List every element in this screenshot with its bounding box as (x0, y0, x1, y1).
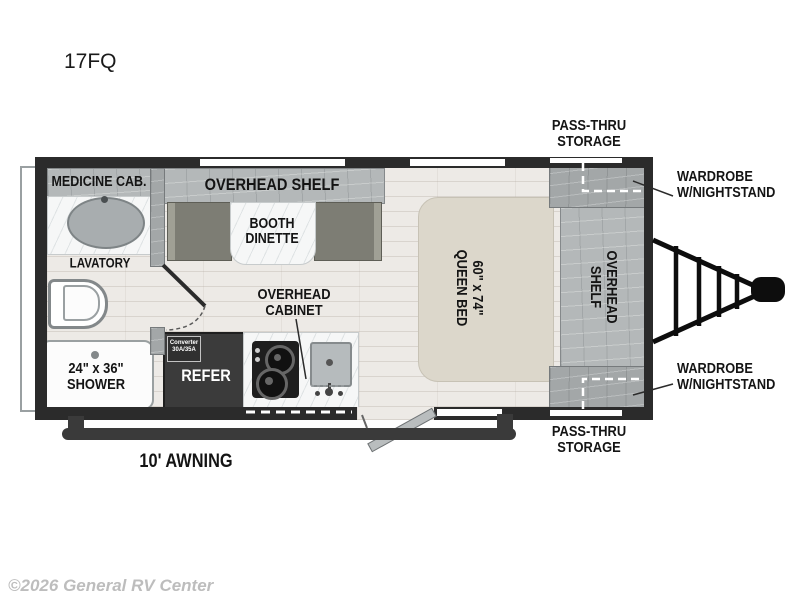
dinette-table (230, 202, 316, 265)
pass-thru-line1: PASS-THRU (551, 423, 627, 440)
wardrobe-top-label: WARDROBE W/NIGHTSTAND (677, 169, 775, 201)
overhead-shelf (163, 168, 385, 204)
cabinet-line1: OVERHEAD (257, 286, 331, 303)
hitch (651, 237, 785, 345)
wardrobe-line2: W/NIGHTSTAND (677, 377, 776, 393)
wall-left (35, 157, 47, 420)
toilet-bowl (63, 285, 100, 321)
bathroom-door-jamb (150, 327, 165, 355)
awning-post-right (497, 414, 513, 430)
wardrobe-line1: WARDROBE (677, 361, 753, 377)
pass-thru-top-label: PASS-THRU STORAGE (552, 118, 626, 150)
dinette-bench-right (314, 202, 382, 261)
shelf-line2: SHELF (587, 265, 604, 309)
watermark: ©2026 General RV Center (8, 576, 214, 595)
cooktop-knob (255, 357, 260, 362)
overhead-shelf-front-label: OVERHEAD SHELF (587, 250, 620, 324)
bed-type: QUEEN BED (453, 249, 470, 327)
burner-large-center (274, 354, 281, 361)
converter-line1: Converter (169, 340, 199, 346)
window (410, 159, 505, 166)
converter-line2: 30A/35A (172, 347, 196, 353)
sink-faucet (325, 388, 333, 396)
bed-label: 60" x 74" QUEEN BED (453, 249, 486, 327)
shower-head (91, 351, 99, 359)
overhead-cabinet-label: OVERHEAD CABINET (257, 287, 330, 319)
wardrobe-line2: W/NIGHTSTAND (677, 185, 776, 201)
booth-line1: BOOTH (249, 216, 295, 232)
bath-sink (67, 197, 145, 249)
window (200, 159, 345, 166)
shower-size: 24" x 36" (68, 360, 124, 377)
wardrobe-bottom-label: WARDROBE W/NIGHTSTAND (677, 361, 775, 393)
medicine-cab-label: MEDICINE CAB. (51, 174, 147, 190)
wardrobe-line1: WARDROBE (677, 169, 753, 185)
converter-label: Converter 30A/35A (167, 336, 201, 362)
dinette-bench-left (167, 202, 232, 261)
booth-dinette-label: BOOTH DINETTE (245, 217, 298, 247)
cabinet-line2: CABINET (265, 302, 323, 319)
awning-post-left (68, 416, 84, 430)
overhead-shelf-front (560, 207, 646, 369)
sink-knob (315, 391, 320, 396)
sink-drain (326, 359, 333, 366)
model-label: 17FQ (64, 50, 117, 73)
overhead-shelf-label: OVERHEAD SHELF (204, 175, 340, 194)
bathroom-wall (150, 168, 165, 267)
window (550, 410, 622, 416)
refer-label: REFER (181, 366, 231, 385)
bed-size: 60" x 74" (469, 260, 486, 316)
pass-thru-bottom-label: PASS-THRU STORAGE (552, 424, 626, 456)
window (550, 158, 622, 163)
lavatory-label: LAVATORY (69, 255, 131, 271)
sink-faucet-stem (328, 383, 331, 392)
bath-sink-faucet (101, 196, 108, 203)
pass-thru-line1: PASS-THRU (551, 117, 627, 134)
awning-label: 10' AWNING (139, 451, 233, 472)
cooktop-knob (255, 348, 260, 353)
bench-back (374, 203, 381, 260)
wall-right (644, 157, 653, 420)
shelf-line1: OVERHEAD (603, 250, 620, 324)
queen-bed (418, 197, 554, 382)
booth-line2: DINETTE (245, 231, 299, 247)
shower-word: SHOWER (66, 376, 126, 393)
hitch-coupler (751, 277, 785, 302)
burner-small (256, 368, 288, 400)
shower-label: 24" x 36" SHOWER (67, 361, 125, 393)
awning-bar (62, 428, 516, 440)
wardrobe-nightstand-bottom (549, 366, 648, 413)
medicine-cabinet (47, 168, 154, 198)
pass-thru-line2: STORAGE (557, 439, 621, 456)
sink-knob (338, 391, 343, 396)
burner-small-center (265, 377, 273, 385)
entry-threshold (437, 409, 502, 416)
pass-thru-line2: STORAGE (557, 133, 621, 150)
bench-back (168, 203, 175, 260)
